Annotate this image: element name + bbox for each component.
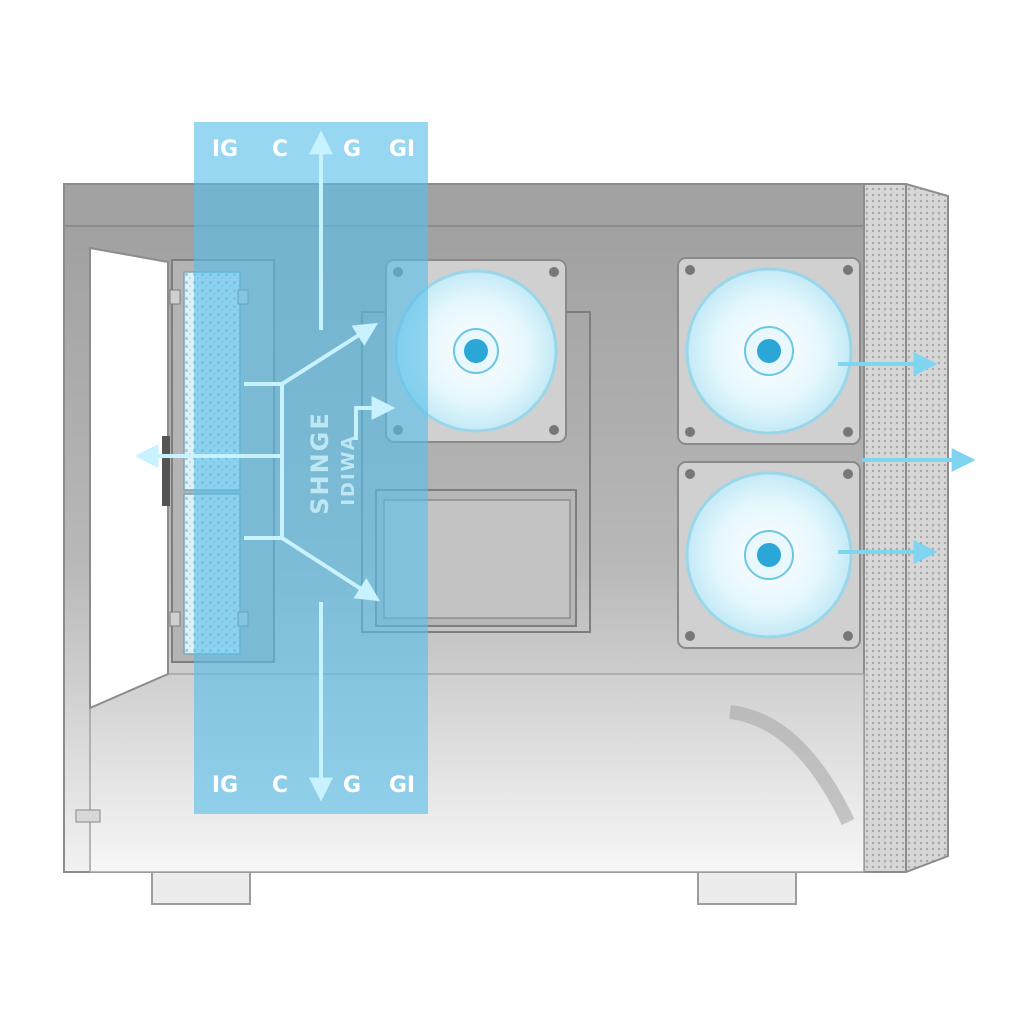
overlay-label: C bbox=[272, 137, 288, 162]
center-label-1: SHNGE bbox=[306, 411, 334, 515]
front-port bbox=[75, 809, 101, 823]
center-label-2: IDIWA bbox=[338, 434, 359, 505]
case-foot-left bbox=[151, 871, 251, 905]
overlay-label: G bbox=[343, 773, 361, 798]
arrow-icon bbox=[354, 396, 396, 440]
case-top-panel bbox=[63, 183, 865, 227]
overlay-label: C bbox=[272, 773, 288, 798]
fan-cpu bbox=[385, 259, 567, 443]
fan-rear-top bbox=[677, 257, 861, 445]
overlay-label: IG bbox=[212, 137, 238, 162]
exhaust-arrows bbox=[838, 352, 976, 564]
overlay-label: G bbox=[343, 137, 361, 162]
overlay-bottom-labels: IG C G GI bbox=[212, 773, 415, 798]
fan-rear-bottom bbox=[677, 461, 861, 649]
overlay-label: GI bbox=[389, 137, 415, 162]
overlay-label: IG bbox=[212, 773, 238, 798]
case-foot-right bbox=[697, 871, 797, 905]
airflow-arrows bbox=[134, 130, 396, 802]
overlay-label: GI bbox=[389, 773, 415, 798]
front-opening bbox=[89, 246, 169, 710]
airflow-overlay bbox=[194, 122, 428, 814]
shroud-curve bbox=[729, 705, 855, 825]
overlay-top-labels: IG C G GI bbox=[212, 137, 415, 162]
